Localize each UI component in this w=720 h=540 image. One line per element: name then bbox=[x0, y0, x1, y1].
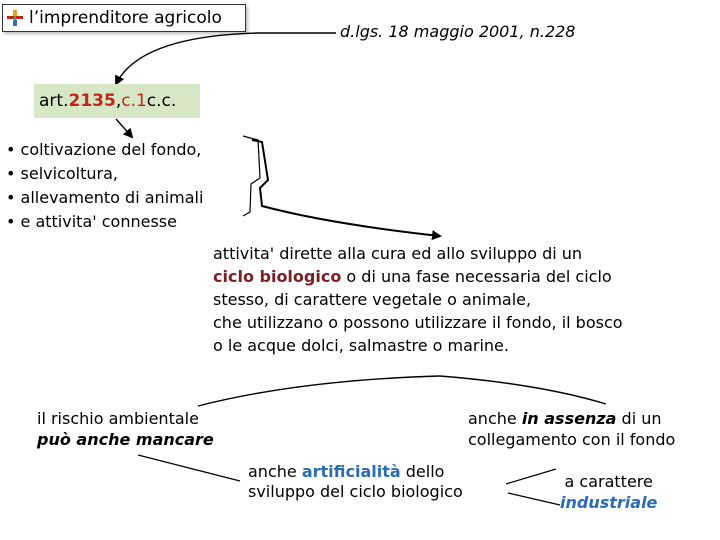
bracket-outline bbox=[242, 135, 261, 217]
absence-line: collegamento con il fondo bbox=[468, 430, 676, 449]
article-number: 2135 bbox=[68, 91, 116, 111]
definition-line: stesso, di carattere vegetale o animale, bbox=[213, 290, 532, 309]
line-absence-to-industrial-2 bbox=[507, 492, 561, 506]
artificiality-line: sviluppo del ciclo biologico bbox=[248, 482, 463, 501]
line-absence-to-industrial bbox=[505, 468, 557, 485]
definition-line: attivita' dirette alla cura ed allo svil… bbox=[213, 244, 583, 263]
biological-cycle-term: ciclo biologico bbox=[213, 267, 342, 286]
line-risk-to-artificiality bbox=[137, 454, 241, 482]
definition-line: ciclo biologico o di una fase necessaria… bbox=[213, 267, 612, 286]
definition-line: che utilizzano o possono utilizzare il f… bbox=[213, 313, 623, 332]
absence-emphasis: in assenza bbox=[521, 409, 617, 428]
absence-note: anche in assenza di un collegamento con … bbox=[468, 408, 675, 450]
artificiality-emphasis: artificialità bbox=[301, 462, 401, 481]
risk-note: il rischio ambientale può anche mancare bbox=[37, 408, 214, 450]
artificiality-note: anche artificialità dello sviluppo del c… bbox=[248, 462, 463, 502]
list-item: • e attivita' connesse bbox=[6, 212, 177, 231]
arrow-definition-to-absence bbox=[439, 375, 607, 405]
brace-to-definition-arrow bbox=[251, 139, 442, 241]
industrial-line: a carattere bbox=[564, 472, 653, 491]
article-suffix: c.c. bbox=[146, 91, 177, 111]
article-comma: c.1 bbox=[121, 91, 147, 111]
absence-line: anche in assenza di un bbox=[468, 409, 662, 428]
page-title: l’imprenditore agricolo bbox=[29, 8, 222, 28]
definition-line: o le acque dolci, salmastre o marine. bbox=[213, 336, 509, 355]
arrow-definition-to-risk bbox=[197, 375, 441, 407]
artificiality-line: anche artificialità dello bbox=[248, 462, 445, 481]
risk-emphasis: può anche mancare bbox=[37, 430, 214, 449]
industrial-emphasis: industriale bbox=[560, 493, 658, 512]
article-separator: , bbox=[115, 91, 122, 111]
colorful-bullet-icon bbox=[7, 10, 23, 26]
title-box: l’imprenditore agricolo bbox=[2, 4, 246, 32]
list-item: • allevamento di animali bbox=[6, 188, 204, 207]
activities-list: • coltivazione del fondo, • selvicoltura… bbox=[6, 138, 203, 234]
list-item: • selvicoltura, bbox=[6, 164, 118, 183]
arrow-article-to-list bbox=[115, 118, 134, 139]
definition-text: attivita' dirette alla cura ed allo svil… bbox=[213, 242, 623, 357]
risk-line: il rischio ambientale bbox=[37, 409, 199, 428]
arrow-lawref-to-article bbox=[115, 32, 336, 86]
law-reference: d.lgs. 18 maggio 2001, n.228 bbox=[340, 22, 576, 41]
article-box: art. 2135 , c.1 c.c. bbox=[34, 84, 200, 118]
list-item: • coltivazione del fondo, bbox=[6, 140, 202, 159]
article-prefix: art. bbox=[39, 91, 69, 111]
industrial-note: a carattere industriale bbox=[560, 471, 657, 513]
